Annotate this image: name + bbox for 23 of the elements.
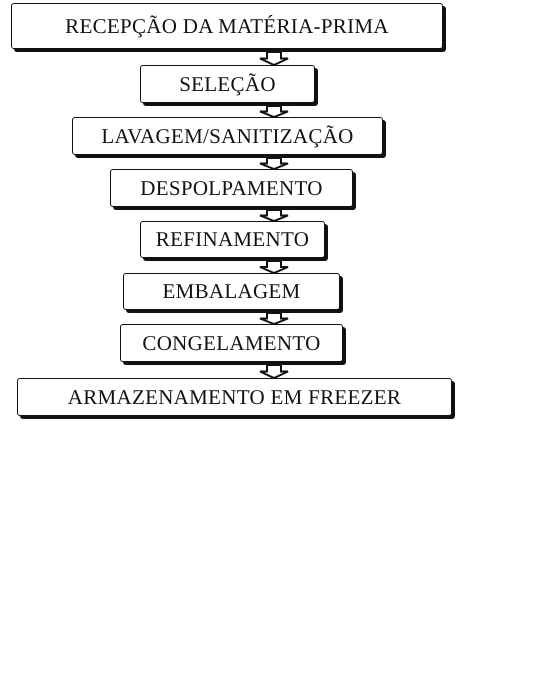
process-box [120,324,343,362]
block-arrow [259,157,289,170]
step-label: LAVAGEM/SANITIZAÇÃO [101,124,354,148]
process-box [140,221,325,258]
block-arrow [259,260,289,274]
block-arrow [259,209,289,222]
process-box [72,117,383,155]
step-label: CONGELAMENTO [142,330,321,356]
process-box [11,3,443,49]
block-arrow [259,105,289,118]
process-box [110,169,353,207]
process-box [17,378,452,416]
step-label: RECEPÇÃO DA MATÉRIA-PRIMA [65,14,389,38]
block-arrow [259,51,289,66]
block-arrow [259,364,289,380]
step-label: SELEÇÃO [179,72,276,96]
process-box [140,65,315,103]
step-label: REFINAMENTO [156,227,310,252]
block-arrow [259,312,289,326]
process-box [123,273,340,310]
step-label: DESPOLPAMENTO [140,176,323,200]
step-label: EMBALAGEM [162,279,301,304]
step-label: ARMAZENAMENTO EM FREEZER [68,384,402,410]
